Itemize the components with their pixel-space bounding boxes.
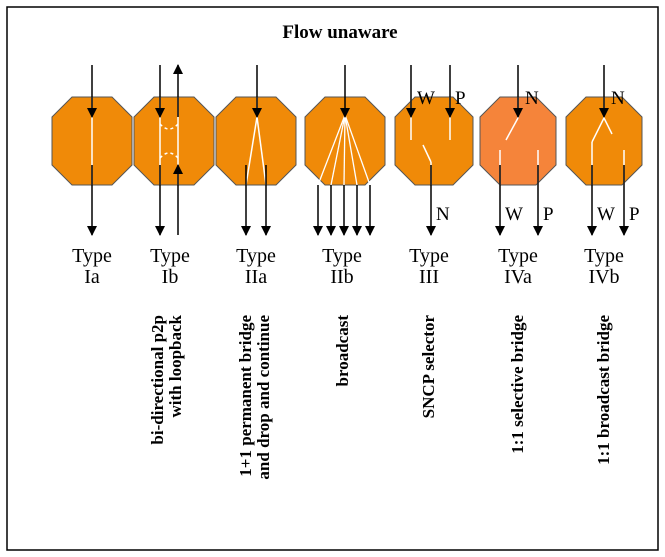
type-iib-sublabel: IIb	[330, 266, 353, 288]
type-iia-box	[215, 96, 297, 186]
type-ib-loopback-top	[159, 123, 179, 130]
type-iia-label: Type	[236, 245, 276, 267]
diagram-title: Flow unaware	[282, 22, 397, 43]
type-iii-switch	[422, 144, 432, 163]
type-ivb-sublabel: IVb	[588, 266, 619, 288]
type-ib-label: Type	[150, 245, 190, 267]
type-iii-port-p: P	[455, 88, 466, 109]
type-ivb-port-n: N	[611, 88, 625, 109]
type-iib-fan-3	[343, 114, 346, 186]
type-iib-fan-2	[330, 114, 346, 186]
type-ivb-label: Type	[584, 245, 624, 267]
type-ib-desc-line2: with loopback	[166, 314, 185, 417]
type-ivb-block: N W P Type IVb	[565, 65, 643, 288]
type-ivb-desc: 1:1 broadcast bridge	[594, 315, 613, 465]
type-iii-desc: SNCP selector	[419, 315, 438, 419]
type-ib-desc-line1: bi-directional p2p	[148, 315, 167, 445]
type-iii-sublabel: III	[419, 266, 439, 288]
type-iii-block: W P N Type III	[394, 65, 474, 288]
type-iva-sublabel: IVa	[504, 266, 532, 288]
type-iia-desc-line1: 1+1 permanent bridge	[236, 315, 255, 477]
type-iii-port-w: W	[417, 88, 435, 109]
type-iii-box	[394, 96, 474, 186]
type-iii-label: Type	[409, 245, 449, 267]
type-ia-label: Type	[72, 245, 112, 267]
type-iia-block: Type IIa	[215, 65, 297, 288]
type-ib-loopback-bottom	[159, 152, 179, 159]
type-iva-port-n: N	[525, 88, 539, 109]
type-iib-label: Type	[322, 245, 362, 267]
type-ia-sublabel: Ia	[84, 266, 100, 288]
type-iib-fan-5	[344, 114, 371, 186]
type-ib-box	[133, 96, 215, 186]
type-iia-path-left	[245, 116, 258, 186]
type-iia-desc-line2: and drop and continue	[254, 315, 273, 480]
type-ib-block: Type Ib	[133, 64, 215, 288]
type-iva-box	[479, 96, 557, 186]
type-iva-port-w: W	[505, 204, 523, 225]
type-iib-block: Type IIb	[304, 65, 386, 288]
type-iva-label: Type	[498, 245, 538, 267]
type-ivb-branch-right	[603, 117, 613, 135]
type-iva-port-p: P	[543, 204, 554, 225]
type-ib-sublabel: Ib	[162, 266, 179, 288]
type-iia-sublabel: IIa	[245, 266, 267, 288]
type-iib-desc: broadcast	[333, 315, 352, 387]
type-ivb-branch-left	[591, 117, 605, 143]
type-ia-block: Type Ia	[51, 65, 133, 288]
type-iib-fan-1	[317, 114, 346, 186]
type-iva-block: N W P Type IVa	[479, 65, 557, 288]
type-iii-port-n: N	[436, 204, 450, 225]
type-iia-path-right	[256, 116, 267, 186]
type-ivb-box	[565, 96, 643, 186]
type-iib-fan-4	[344, 114, 358, 186]
type-ivb-port-w: W	[597, 204, 615, 225]
type-ivb-port-p: P	[629, 204, 640, 225]
type-iva-switch	[505, 117, 519, 141]
type-iva-desc: 1:1 selective bridge	[508, 315, 527, 454]
